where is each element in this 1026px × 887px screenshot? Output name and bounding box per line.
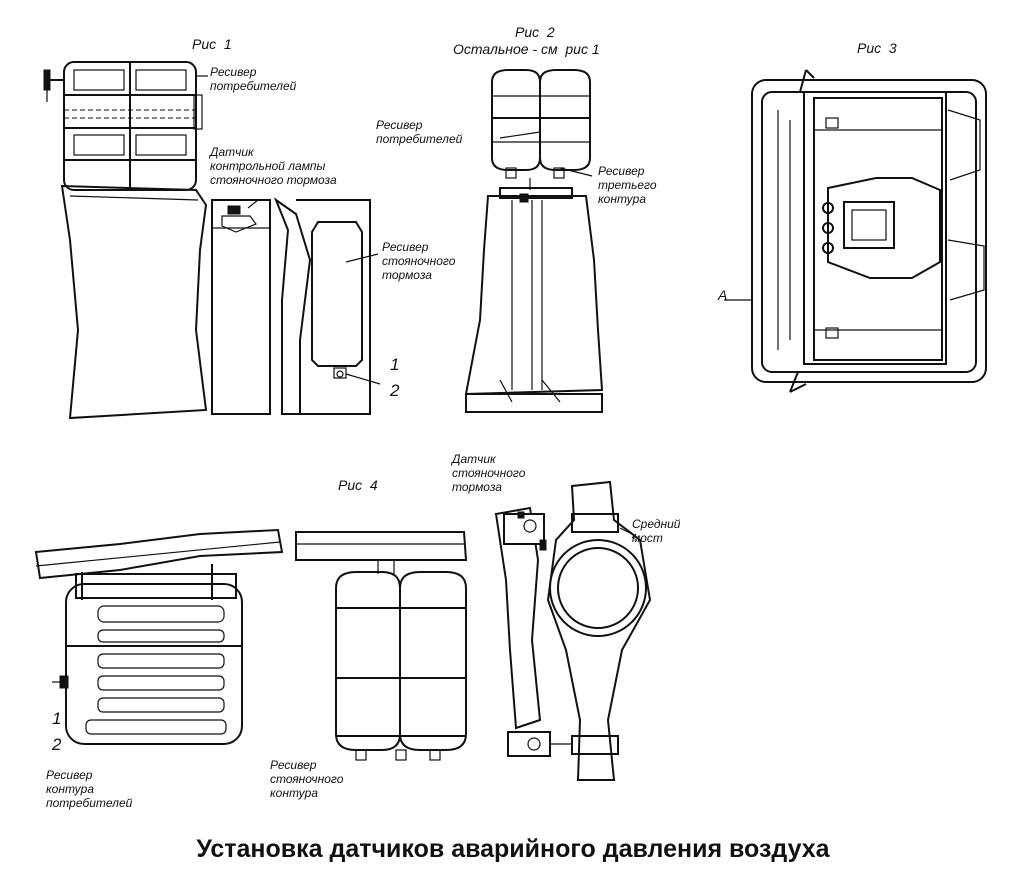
fig4-callout-1: 1 (52, 709, 62, 728)
fig3-drawing (724, 69, 987, 393)
fig3-label: Рис 3 (857, 40, 897, 56)
fig4-middle-drawing (295, 531, 468, 761)
fig4-left-drawing (34, 528, 284, 745)
fig4-middle-axle-label: Средний мост (632, 517, 681, 545)
fig4-receiver-consumers-label: Ресивер контура потребителей (46, 768, 133, 810)
fig1-drawing (43, 61, 381, 420)
fig1-receiver-consumers-label: Ресивер потребителей (210, 65, 297, 93)
fig1-callout-2: 2 (390, 381, 400, 400)
fig4-callout-2: 2 (52, 735, 62, 754)
fig2-frame (464, 187, 604, 413)
fig4-receiver-parking-label: Ресивер стояночного контура (270, 758, 344, 800)
page-caption: Установка датчиков аварийного давления в… (196, 835, 830, 863)
fig2-label: Рис 2 (515, 24, 555, 40)
fig2-receiver-third-label: Ресивер третьего контура (598, 164, 657, 206)
fig2-receiver-consumers (491, 69, 591, 190)
fig1-label: Рис 1 (192, 36, 232, 52)
leader-lines (196, 75, 637, 539)
fig2-note: Остальное - см рис 1 (453, 41, 600, 57)
fig4-label: Рис 4 (338, 477, 378, 493)
fig1-callout-1: 1 (390, 355, 400, 374)
fig2-drawing (464, 69, 604, 413)
fig1-frame-right (211, 197, 381, 415)
fig1-receiver-parking-label: Ресивер стояночного тормоза (382, 240, 456, 282)
fig1-receiver-consumers (43, 61, 203, 191)
fig1-sensor-lamp-label: Датчик контрольной лампы стояночного тор… (210, 145, 337, 187)
fig4-right-drawing (494, 480, 652, 781)
fig4-sensor-parking-label: Датчик стояночного тормоза (452, 452, 526, 494)
fig2-receiver-consumers-label: Ресивер потребителей (376, 118, 463, 146)
fig3-view-a-label: A (718, 287, 728, 303)
fig1-frame-left (60, 184, 208, 420)
